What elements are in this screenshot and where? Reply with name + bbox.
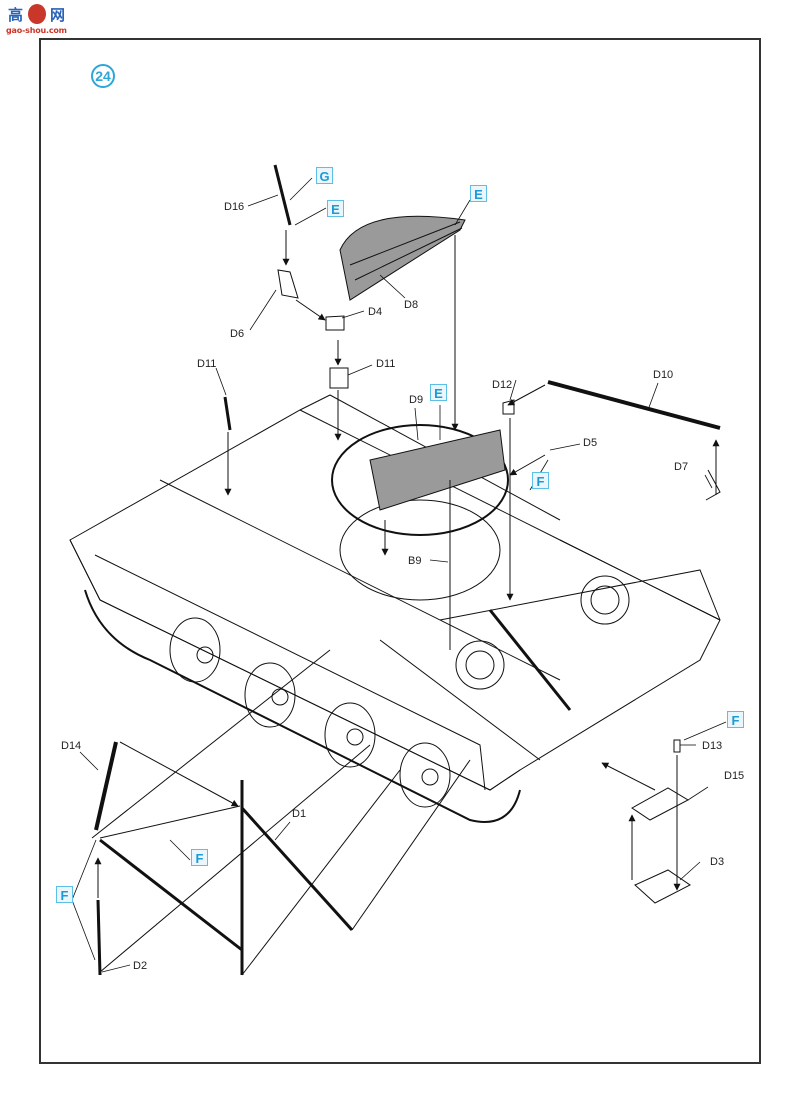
label-d14: D14 xyxy=(61,740,82,752)
label-d11-left: D11 xyxy=(197,358,217,370)
label-d15: D15 xyxy=(724,770,745,782)
label-d9: D9 xyxy=(409,394,424,406)
part-d8-hatch xyxy=(339,215,466,301)
logo-char-right: 网 xyxy=(50,6,66,24)
label-d7: D7 xyxy=(674,461,689,473)
paint-callout-f-d13: F xyxy=(727,711,744,728)
engine-deck xyxy=(379,575,630,761)
part-d6 xyxy=(277,269,299,299)
part-d3 xyxy=(634,869,691,904)
label-d4: D4 xyxy=(368,306,383,318)
label-d12: D12 xyxy=(492,379,513,391)
part-d4 xyxy=(325,315,345,331)
part-d16 xyxy=(273,164,292,226)
thumbs-up-icon xyxy=(28,4,46,24)
logo-url: gao-shou.com xyxy=(6,26,67,35)
label-d6: D6 xyxy=(230,328,245,340)
part-d13 xyxy=(673,739,681,753)
paint-callout-e-d8: E xyxy=(470,185,487,202)
leader-lines xyxy=(71,177,727,973)
label-d8: D8 xyxy=(404,299,419,311)
label-d10: D10 xyxy=(653,369,674,381)
label-d16: D16 xyxy=(224,201,245,213)
turret-ring xyxy=(331,424,509,601)
assembly-arrows xyxy=(91,230,720,976)
label-d13: D13 xyxy=(702,740,723,752)
label-d1: D1 xyxy=(292,808,307,820)
instruction-frame xyxy=(39,38,761,1064)
watermark-logo: 高 网 gao-shou.com xyxy=(6,4,72,38)
logo-char-left: 高 xyxy=(8,6,24,24)
paint-callout-e-d16: E xyxy=(327,200,344,217)
label-b9: B9 xyxy=(408,555,422,567)
part-d11-blade xyxy=(223,396,232,431)
step-number: 24 xyxy=(91,64,115,88)
label-d2: D2 xyxy=(133,960,148,972)
paint-callout-f-d2: F xyxy=(56,886,73,903)
paint-callout-f-cable: F xyxy=(191,849,208,866)
label-d11-right: D11 xyxy=(376,358,396,370)
paint-callout-f-d5: F xyxy=(532,472,549,489)
paint-callout-e-d9: E xyxy=(430,384,447,401)
part-d11-box xyxy=(329,367,349,389)
label-d5: D5 xyxy=(583,437,598,449)
label-d3: D3 xyxy=(710,856,725,868)
part-d15 xyxy=(631,787,690,821)
crane-assembly xyxy=(94,741,354,976)
part-d7 xyxy=(705,469,721,501)
part-d10 xyxy=(547,380,721,430)
paint-callout-g: G xyxy=(316,167,333,184)
